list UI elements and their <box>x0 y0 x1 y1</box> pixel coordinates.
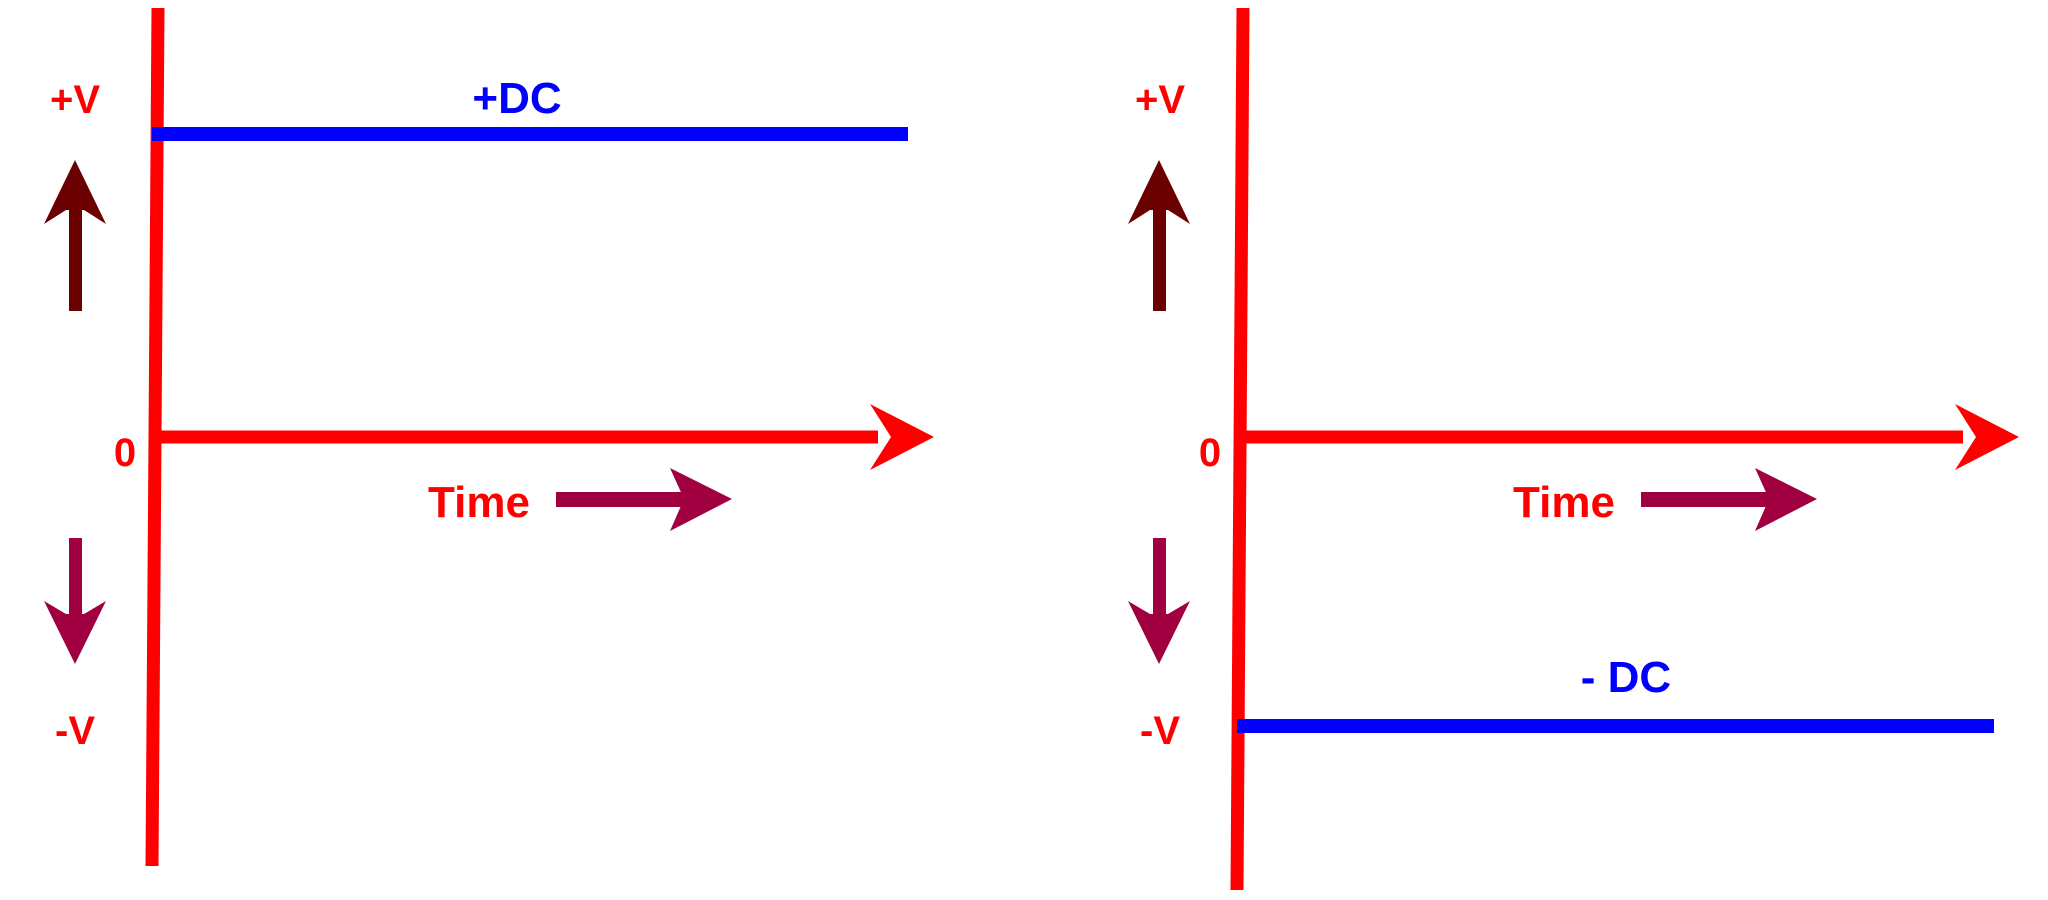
pos-v-label: +V <box>1135 78 1185 122</box>
neg-v-label: -V <box>1140 709 1180 753</box>
diagram-positive-dc: +V 0 -V Time +DC <box>44 7 934 867</box>
pos-v-label: +V <box>50 78 100 122</box>
voltage-axis <box>1230 7 1250 891</box>
zero-label: 0 <box>1199 431 1221 475</box>
up-arrow-icon <box>1128 160 1190 311</box>
time-direction-arrow-icon <box>556 468 732 531</box>
diagram-negative-dc: +V 0 -V Time - DC <box>1128 7 2019 891</box>
time-axis-arrowhead <box>870 404 934 470</box>
time-label: Time <box>428 478 530 527</box>
zero-label: 0 <box>114 431 136 475</box>
time-axis-arrowhead <box>1955 404 2019 470</box>
voltage-axis <box>145 7 165 867</box>
down-arrow-icon <box>44 538 106 664</box>
signal-label: +DC <box>472 74 561 123</box>
neg-v-label: -V <box>55 709 95 753</box>
time-label: Time <box>1513 478 1615 527</box>
up-arrow-icon <box>44 160 106 311</box>
time-direction-arrow-icon <box>1641 468 1817 531</box>
signal-label: - DC <box>1581 653 1671 702</box>
down-arrow-icon <box>1128 538 1190 664</box>
